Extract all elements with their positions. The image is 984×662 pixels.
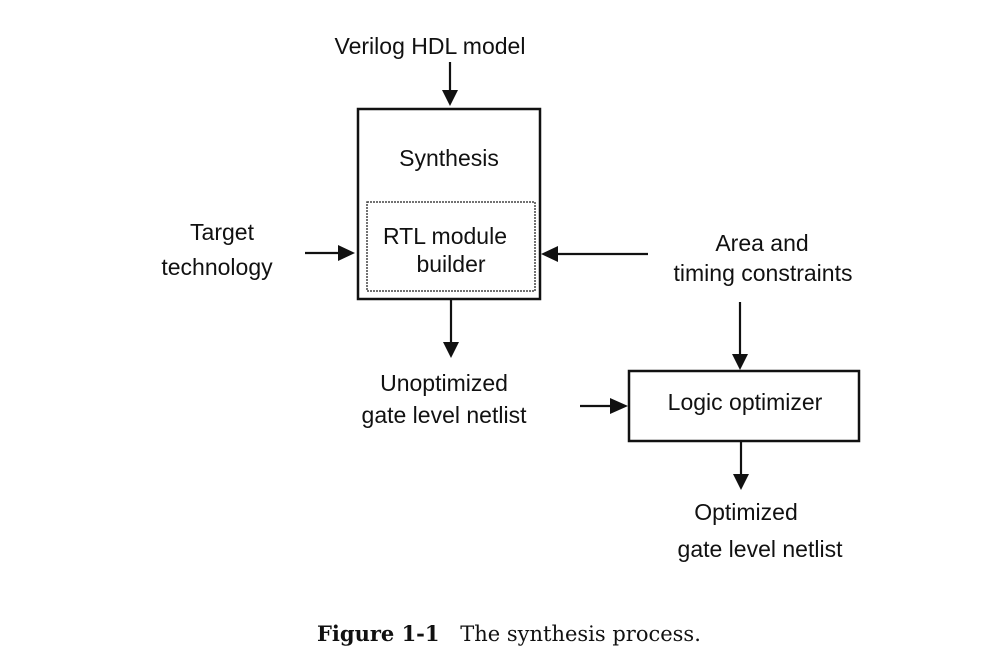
optimized-label-line1: Optimized xyxy=(694,499,798,525)
unoptimized-label-line2: gate level netlist xyxy=(362,402,528,428)
figure-title: The synthesis process. xyxy=(460,622,701,646)
synthesis-output-head xyxy=(443,342,459,358)
logic-optimizer-box xyxy=(627,369,861,443)
constraints-to-optimizer-head xyxy=(732,354,748,370)
target-label-line2: technology xyxy=(161,254,273,280)
target-arrow-head xyxy=(338,245,355,261)
netlist-to-optimizer-head xyxy=(610,398,628,414)
optimizer-output-head xyxy=(733,474,749,490)
verilog-model-label: Verilog HDL model xyxy=(335,33,526,59)
logic-optimizer-label: Logic optimizer xyxy=(668,389,823,415)
rtl-label-line1: RTL module xyxy=(383,223,507,249)
synthesis-label: Synthesis xyxy=(399,145,499,171)
constraints-to-rtl-head xyxy=(541,246,558,262)
optimized-label-line2: gate level netlist xyxy=(678,536,844,562)
unoptimized-label-line1: Unoptimized xyxy=(380,370,508,396)
constraints-label-line1: Area and xyxy=(715,230,808,256)
target-label-line1: Target xyxy=(190,219,255,245)
verilog-arrow-head xyxy=(442,90,458,106)
figure-caption: Figure 1-1 The synthesis process. xyxy=(317,621,701,646)
rtl-label-line2: builder xyxy=(416,251,485,277)
rtl-module-builder-box xyxy=(366,201,536,292)
constraints-label-line2: timing constraints xyxy=(674,260,853,286)
figure-number: Figure 1-1 xyxy=(317,621,440,646)
